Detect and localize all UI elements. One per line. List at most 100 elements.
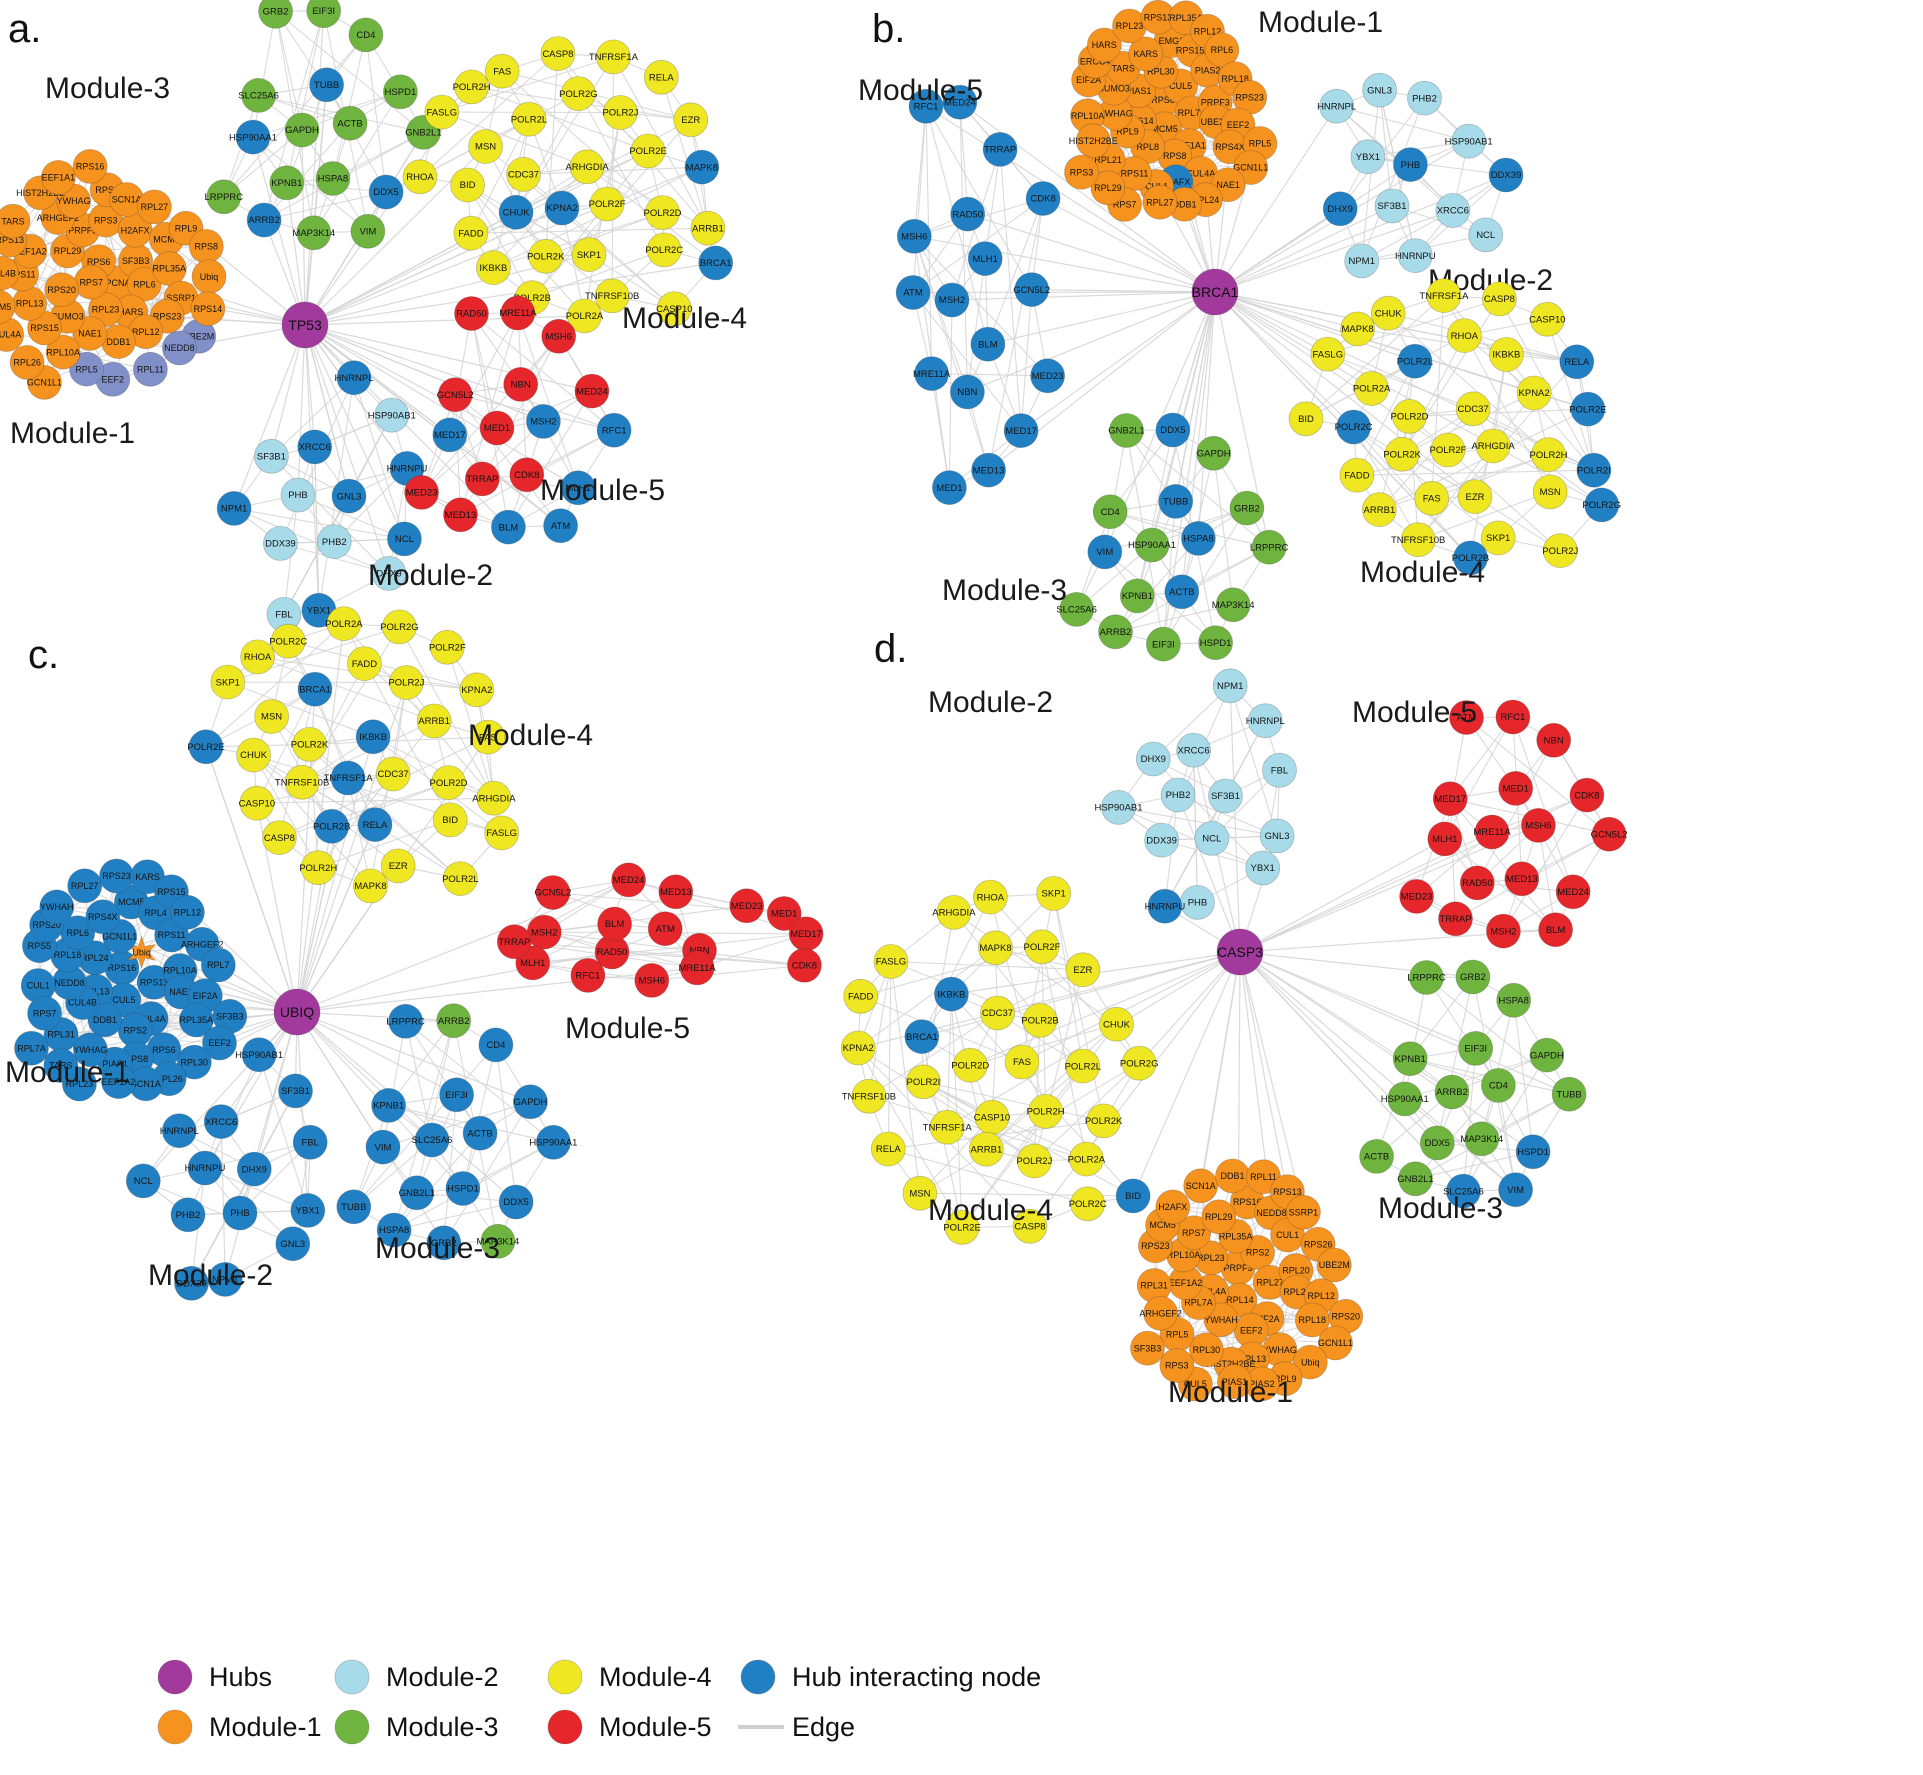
node-HSPD1[interactable]: HSPD1 [445, 1171, 481, 1206]
node-PHB[interactable]: PHB [1180, 885, 1215, 920]
node-RPL30[interactable]: RPL30 [1189, 1332, 1224, 1368]
node-POLR2L[interactable]: POLR2L [1397, 343, 1433, 379]
node-BLM[interactable]: BLM [490, 509, 526, 545]
node-ACTB[interactable]: ACTB [462, 1115, 498, 1151]
node-GAPDH[interactable]: GAPDH [513, 1084, 548, 1120]
node-GAPDH[interactable]: GAPDH [1196, 435, 1232, 471]
node-POLR2D[interactable]: POLR2D [951, 1047, 989, 1083]
node-CDC37[interactable]: CDC37 [375, 756, 411, 792]
node-CD4[interactable]: CD4 [1481, 1068, 1516, 1103]
node-NBN[interactable]: NBN [950, 374, 985, 410]
node-Ubiq[interactable]: Ubiq [191, 259, 227, 295]
node-HSPD1[interactable]: HSPD1 [1198, 625, 1233, 661]
node-MAP3K14[interactable]: MAP3K14 [1212, 587, 1255, 623]
node-CASP8[interactable]: CASP8 [1482, 281, 1517, 317]
node-ARRB2[interactable]: ARRB2 [246, 202, 282, 238]
node-VIM[interactable]: VIM [350, 213, 386, 249]
node-BID[interactable]: BID [1288, 401, 1324, 437]
node-FAS[interactable]: FAS [1004, 1044, 1040, 1080]
node-EEF1A2[interactable]: EEF1A2 [101, 1064, 136, 1099]
node-MED13[interactable]: MED13 [443, 497, 478, 533]
node-RFC1[interactable]: RFC1 [1495, 699, 1531, 735]
node-NPM1[interactable]: NPM1 [1212, 668, 1248, 704]
node-RHOA[interactable]: RHOA [973, 879, 1008, 915]
node-BLM[interactable]: BLM [597, 906, 632, 942]
node-HNRNPU[interactable]: HNRNPU [1395, 238, 1436, 274]
node-DDX39[interactable]: DDX39 [262, 526, 298, 561]
node-MED24[interactable]: MED24 [1555, 874, 1591, 910]
node-POLR2E[interactable]: POLR2E [1569, 391, 1607, 427]
node-RFC1[interactable]: RFC1 [570, 958, 606, 993]
node-MED13[interactable]: MED13 [1504, 861, 1540, 897]
node-FAS[interactable]: FAS [1414, 480, 1450, 516]
node-PHB[interactable]: PHB [222, 1195, 258, 1231]
node-MED13[interactable]: MED13 [658, 874, 694, 910]
node-CDC37[interactable]: CDC37 [1455, 391, 1491, 427]
node-HSPD1[interactable]: HSPD1 [382, 74, 418, 110]
node-DHX9[interactable]: DHX9 [371, 556, 407, 591]
node-DDX5[interactable]: DDX5 [498, 1184, 534, 1220]
node-EIF3I[interactable]: EIF3I [439, 1077, 475, 1113]
node-RELA[interactable]: RELA [1559, 344, 1595, 380]
node-XRCC6[interactable]: XRCC6 [1176, 732, 1211, 768]
node-ATM[interactable]: ATM [1449, 700, 1484, 735]
node-MED24[interactable]: MED24 [574, 373, 610, 409]
hub-CASP3[interactable]: CASP3 [1216, 928, 1264, 976]
node-SCN1A[interactable]: SCN1A [1183, 1168, 1219, 1204]
node-CHUK[interactable]: CHUK [1099, 1006, 1134, 1042]
node-HSP90AA1[interactable]: HSP90AA1 [229, 119, 277, 155]
node-GNB2L1[interactable]: GNB2L1 [1108, 413, 1145, 448]
node-EZR[interactable]: EZR [1065, 952, 1101, 988]
node-POLR2C[interactable]: POLR2C [269, 623, 307, 659]
node-HNRNPU[interactable]: HNRNPU [1145, 888, 1186, 924]
node-KPNA2[interactable]: KPNA2 [1516, 375, 1552, 411]
node-MED1[interactable]: MED1 [479, 410, 515, 446]
node-DHX9[interactable]: DHX9 [236, 1151, 272, 1187]
node-BRCA1[interactable]: BRCA1 [904, 1019, 940, 1054]
node-POLR2L[interactable]: POLR2L [511, 101, 547, 137]
node-POLR2F[interactable]: POLR2F [429, 629, 466, 665]
node-MSN[interactable]: MSN [254, 699, 290, 734]
node-UBE2M[interactable]: UBE2M [1316, 1247, 1352, 1283]
node-MED23[interactable]: MED23 [729, 888, 765, 924]
node-MLH1[interactable]: MLH1 [1427, 821, 1463, 857]
node-FADD[interactable]: FADD [843, 978, 879, 1014]
node-ARHGDIA[interactable]: ARHGDIA [472, 780, 516, 816]
node-RPL27[interactable]: RPL27 [67, 868, 103, 904]
node-SLC25A6[interactable]: SLC25A6 [1443, 1173, 1484, 1209]
node-GNL3[interactable]: GNL3 [275, 1226, 311, 1262]
node-POLR2E[interactable]: POLR2E [629, 133, 667, 169]
node-CDC37[interactable]: CDC37 [506, 156, 541, 192]
node-RPS7[interactable]: RPS7 [73, 264, 109, 300]
node-SF3B3[interactable]: SF3B3 [1130, 1330, 1165, 1366]
node-HNRNPL[interactable]: HNRNPL [160, 1113, 199, 1149]
node-RHOA[interactable]: RHOA [240, 639, 276, 675]
node-TNFRSF10B[interactable]: TNFRSF10B [1391, 522, 1445, 558]
node-CD4[interactable]: CD4 [478, 1027, 514, 1063]
node-TARS[interactable]: TARS [43, 1048, 79, 1083]
node-MED1[interactable]: MED1 [1498, 771, 1534, 806]
node-RPS3[interactable]: RPS3 [1064, 154, 1099, 190]
node-EIF3I[interactable]: EIF3I [1458, 1031, 1494, 1066]
node-LRPPRC[interactable]: LRPPRC [1250, 529, 1289, 565]
node-GAPDH[interactable]: GAPDH [284, 112, 320, 148]
node-NBN[interactable]: NBN [503, 366, 539, 402]
node-RPS16[interactable]: RPS16 [72, 148, 108, 184]
node-EIF3I[interactable]: EIF3I [1146, 626, 1181, 662]
node-YWHAG[interactable]: YWHAG [73, 1032, 108, 1068]
node-BRCA1[interactable]: BRCA1 [698, 245, 734, 281]
node-ACTB[interactable]: ACTB [1164, 574, 1200, 610]
node-PIAS1[interactable]: PIAS1 [1217, 1364, 1252, 1399]
node-MRE11A[interactable]: MRE11A [913, 356, 951, 392]
node-HSPA8[interactable]: HSPA8 [376, 1212, 412, 1248]
node-SF3B1[interactable]: SF3B1 [278, 1073, 313, 1109]
node-FAS[interactable]: FAS [484, 53, 520, 89]
node-MSH2[interactable]: MSH2 [934, 282, 970, 318]
node-EZR[interactable]: EZR [380, 848, 416, 884]
node-MAPK8[interactable]: MAPK8 [978, 930, 1013, 966]
node-TUBB[interactable]: TUBB [1158, 483, 1194, 519]
node-CASP10[interactable]: CASP10 [239, 785, 275, 821]
node-EIF3I[interactable]: EIF3I [306, 0, 342, 29]
node-CD4[interactable]: CD4 [348, 17, 384, 53]
node-RPS14[interactable]: RPS14 [190, 291, 226, 327]
